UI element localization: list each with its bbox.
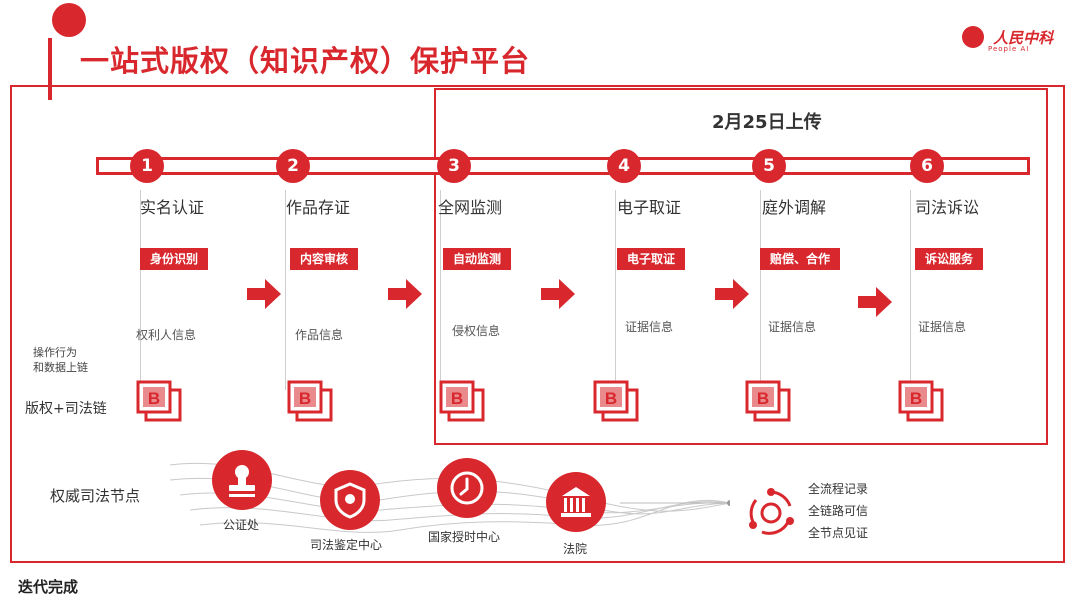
- blockchain-icon: B: [136, 380, 182, 422]
- step-number: 6: [910, 149, 944, 183]
- step-label: 电子取证: [617, 198, 682, 217]
- svg-text:B: B: [451, 389, 463, 408]
- brand-mark-icon: [962, 26, 984, 48]
- operation-label: 操作行为 和数据上链: [33, 345, 88, 375]
- step-guide-line: [760, 190, 761, 390]
- step-badge: 诉讼服务: [915, 248, 984, 270]
- outer-frame: [10, 85, 1065, 563]
- step-guide-line: [285, 190, 286, 390]
- step-info: 证据信息: [768, 320, 817, 334]
- logo-icon: [52, 3, 86, 37]
- step-info: 侵权信息: [452, 324, 501, 338]
- step-number: 4: [607, 149, 641, 183]
- step-badge: 电子取证: [617, 248, 686, 270]
- footer-note: 迭代完成: [18, 578, 79, 596]
- step-guide-line: [440, 190, 441, 390]
- brand-name: 人民中科: [993, 28, 1054, 47]
- result-item: 全节点见证: [808, 526, 869, 540]
- step-label: 司法诉讼: [915, 198, 980, 217]
- results-list: 全流程记录 全链路可信 全节点见证: [808, 478, 868, 544]
- arrow-right-icon: [858, 287, 892, 317]
- step-info: 证据信息: [625, 320, 674, 334]
- blockchain-icon: B: [898, 380, 944, 422]
- step-number: 2: [276, 149, 310, 183]
- step-badge: 内容审核: [290, 248, 359, 270]
- timeline-bar: [96, 157, 1030, 175]
- arrow-right-icon: [388, 279, 422, 309]
- step-label: 实名认证: [140, 198, 205, 217]
- title-accent-bar: [48, 38, 52, 100]
- step-info: 证据信息: [918, 320, 967, 334]
- step-info: 作品信息: [295, 328, 344, 342]
- step-label: 全网监测: [438, 198, 503, 217]
- forensic-node: [320, 470, 380, 530]
- node-label: 法院: [563, 542, 588, 556]
- court-node: [546, 472, 606, 532]
- brand-sub: People AI: [988, 45, 1030, 53]
- step-badge: 身份识别: [140, 248, 209, 270]
- judicial-nodes-label: 权威司法节点: [50, 487, 141, 505]
- node-label: 国家授时中心: [428, 530, 501, 544]
- step-number: 5: [752, 149, 786, 183]
- step-label: 作品存证: [286, 198, 351, 217]
- notary-node: [212, 450, 272, 510]
- blockchain-icon: B: [593, 380, 639, 422]
- arrow-right-icon: [247, 279, 281, 309]
- step-badge: 赔偿、合作: [760, 248, 841, 270]
- chain-label: 版权+司法链: [25, 401, 107, 417]
- svg-text:B: B: [910, 389, 922, 408]
- arrow-right-icon: [715, 279, 749, 309]
- blockchain-icon: B: [439, 380, 485, 422]
- result-item: 全流程记录: [808, 482, 869, 496]
- step-badge: 自动监测: [443, 248, 512, 270]
- node-label: 司法鉴定中心: [310, 538, 383, 552]
- cycle-network-icon: [749, 488, 794, 535]
- network-lines: [170, 462, 730, 533]
- operation-line: 和数据上链: [33, 361, 88, 374]
- upload-note: 2月25日上传: [712, 112, 822, 133]
- step-number: 1: [130, 149, 164, 183]
- arrow-right-icon: [541, 279, 575, 309]
- blockchain-icon: B: [287, 380, 333, 422]
- step-label: 庭外调解: [762, 198, 827, 217]
- brand-logo: 人民中科 People AI: [962, 26, 1053, 53]
- result-item: 全链路可信: [808, 504, 869, 518]
- step-info: 权利人信息: [136, 328, 197, 342]
- blockchain-icon: B: [745, 380, 791, 422]
- courthouse-icon: [561, 487, 591, 517]
- svg-text:B: B: [299, 389, 311, 408]
- step-number: 3: [437, 149, 471, 183]
- badge-icon: [334, 482, 366, 519]
- stamp-icon: [229, 465, 255, 497]
- upload-frame: [434, 88, 1048, 445]
- step-guide-line: [910, 190, 911, 390]
- page-title: 一站式版权（知识产权）保护平台: [80, 44, 531, 78]
- time-center-node: [437, 458, 497, 518]
- operation-line: 操作行为: [33, 346, 77, 359]
- node-label: 公证处: [223, 518, 260, 532]
- step-guide-line: [140, 190, 141, 390]
- svg-text:B: B: [757, 389, 769, 408]
- svg-text:B: B: [148, 389, 160, 408]
- svg-text:B: B: [605, 389, 617, 408]
- clock-icon: [450, 471, 484, 505]
- step-guide-line: [615, 190, 616, 390]
